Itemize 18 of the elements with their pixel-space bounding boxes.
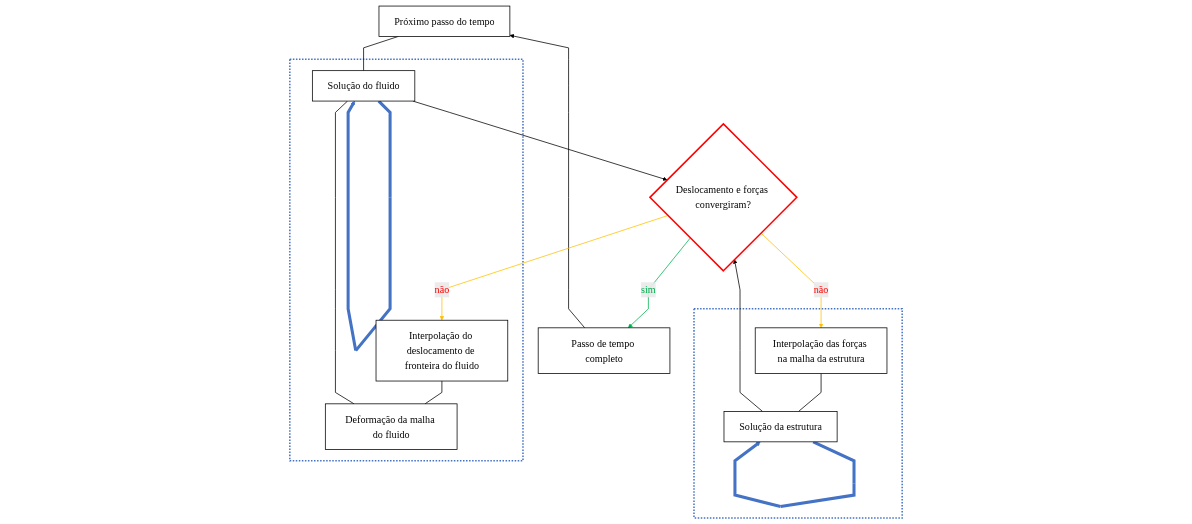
arrow xyxy=(346,100,392,352)
edge-label: não xyxy=(813,284,829,296)
node-box: Solução da estrutura xyxy=(723,411,838,443)
edge-label: não xyxy=(434,284,450,296)
node-box: Passo de tempo completo xyxy=(537,327,671,374)
cluster xyxy=(693,308,903,519)
node-box: Solução do fluido xyxy=(311,70,416,102)
connector xyxy=(424,380,443,405)
node-box: Interpolação das forças na malha da estrutura xyxy=(754,327,888,374)
cluster xyxy=(289,58,524,462)
node-box: Próximo passo do tempo xyxy=(378,5,511,37)
connector xyxy=(798,373,822,412)
arrow xyxy=(733,440,856,509)
node-box: Interpolação do deslocamento de fronteira do fluido xyxy=(375,319,509,382)
node-diamond: Deslocamento e forças convergiram? xyxy=(648,122,798,272)
connector xyxy=(335,100,355,405)
edge-label: sim xyxy=(641,284,656,296)
node-box: Deformação da malha do fluido xyxy=(324,403,458,450)
